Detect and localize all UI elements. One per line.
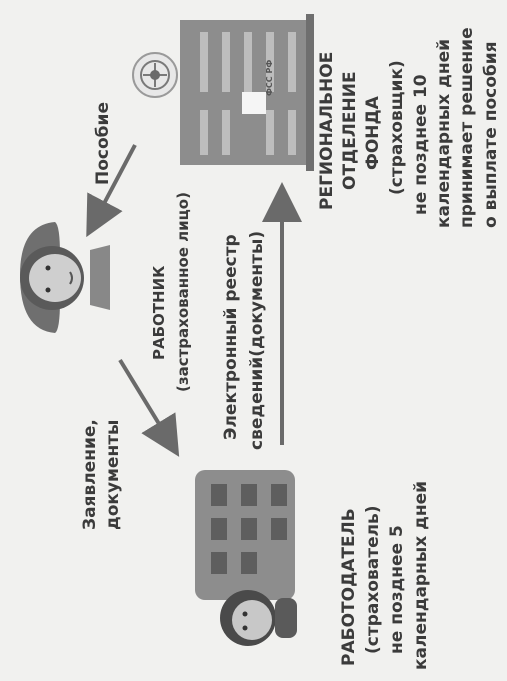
registry-label-line2: сведений(документы) bbox=[247, 231, 267, 450]
employer-building-icon bbox=[195, 470, 295, 600]
fund-building-sign: ФСС РФ bbox=[265, 60, 274, 96]
employer-person-icon bbox=[220, 590, 297, 646]
fund-deadline-line3: принимает решение bbox=[457, 27, 477, 228]
fund-deadline-line2: календарных дней bbox=[434, 39, 454, 228]
application-label-line2: документы bbox=[103, 420, 123, 530]
employee-person-icon bbox=[20, 222, 110, 333]
registry-label-line1: Электронный реестр bbox=[221, 234, 241, 440]
employer-role: (страхователь) bbox=[363, 505, 383, 654]
application-arrow bbox=[118, 358, 180, 457]
fund-title-line2: ОТДЕЛЕНИЕ bbox=[340, 71, 360, 190]
employer-deadline-line1: не позднее 5 bbox=[387, 525, 407, 654]
benefit-arrow bbox=[86, 144, 137, 238]
fund-role: (страховщик) bbox=[387, 60, 407, 195]
fss-emblem-icon bbox=[132, 52, 178, 98]
employer-deadline-line2: календарных дней bbox=[411, 481, 431, 670]
application-label-line1: Заявление, bbox=[80, 419, 100, 530]
employee-title: РАБОТНИК bbox=[150, 265, 168, 360]
fund-title-line1: РЕГИОНАЛЬНОЕ bbox=[317, 52, 337, 210]
fund-deadline-line1: не позднее 10 bbox=[411, 74, 431, 215]
fund-title-line3: ФОНДА bbox=[363, 95, 383, 170]
employer-title: РАБОТОДАТЕЛЬ bbox=[339, 508, 359, 666]
fund-deadline-line4: о выплате пособия bbox=[481, 41, 501, 228]
employee-role: (застрахованное лицо) bbox=[174, 192, 192, 392]
fund-building-icon bbox=[180, 14, 314, 171]
benefit-label: Пособие bbox=[93, 102, 113, 185]
